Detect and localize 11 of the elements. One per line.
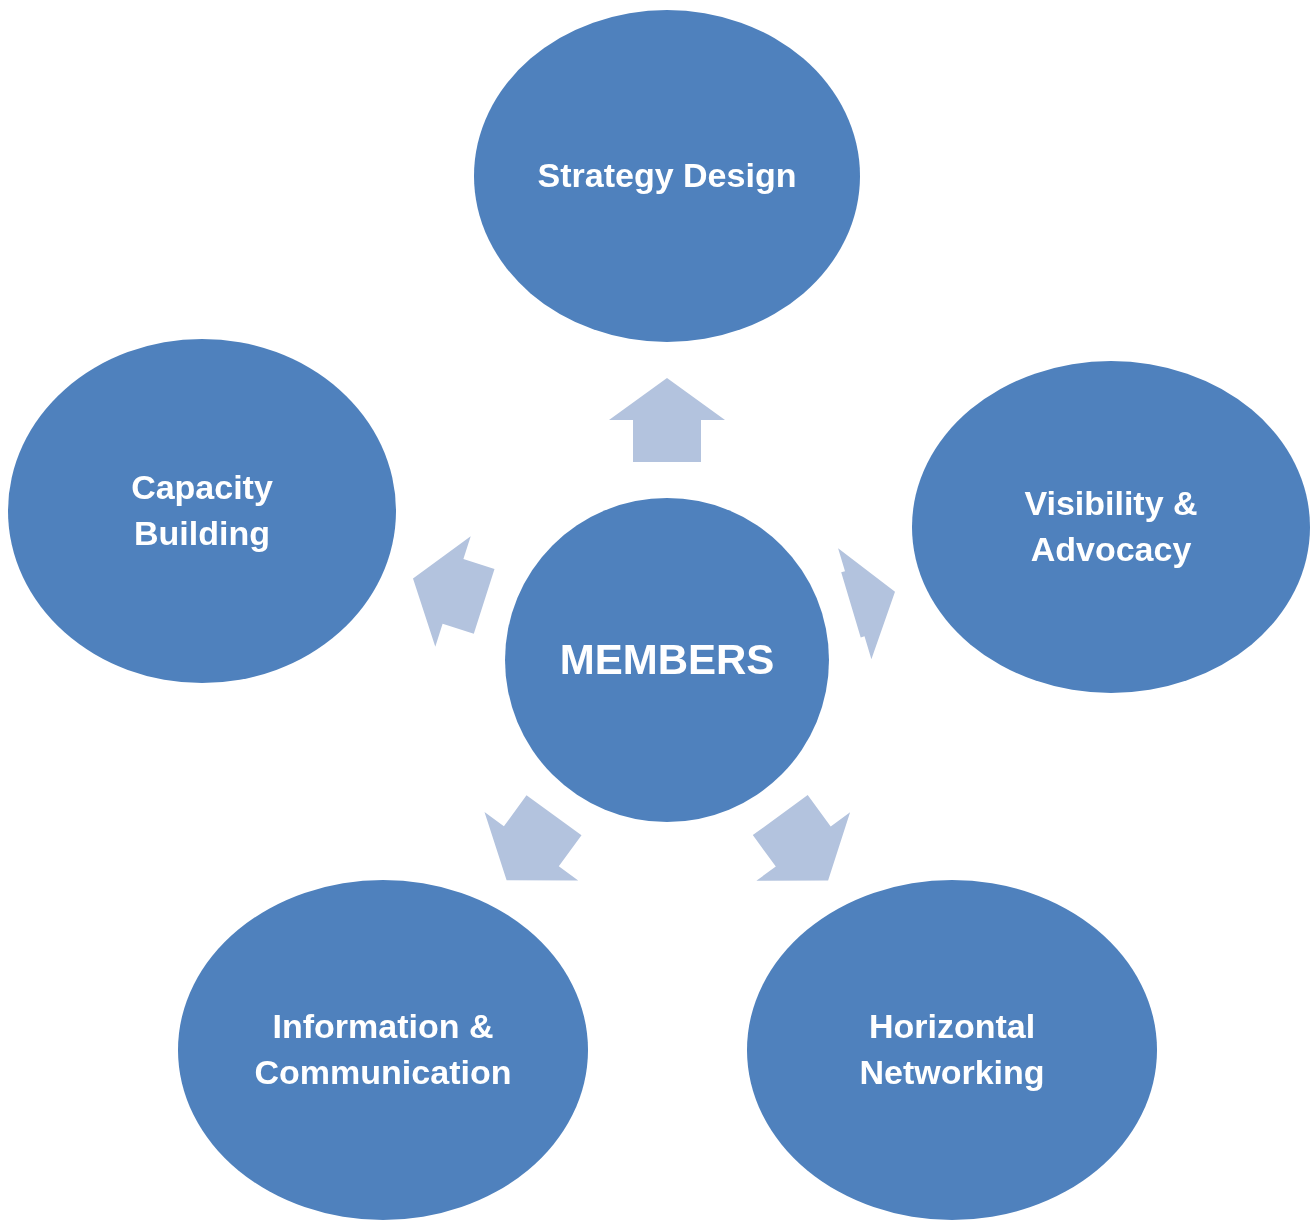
center-label: MEMBERS bbox=[559, 634, 775, 685]
block-arrow bbox=[609, 378, 725, 462]
block-arrow bbox=[484, 795, 582, 881]
topic-label: Visibility & Advocacy bbox=[1023, 483, 1199, 570]
topic-label: Strategy Design bbox=[537, 155, 797, 197]
topic-label: Capacity Building bbox=[130, 467, 274, 554]
block-arrow bbox=[838, 548, 895, 660]
topic-label: Horizontal Networking bbox=[858, 1006, 1046, 1093]
block-arrow bbox=[413, 536, 495, 647]
block-arrow bbox=[752, 795, 851, 881]
topic-label: Information & Communication bbox=[253, 1006, 513, 1093]
